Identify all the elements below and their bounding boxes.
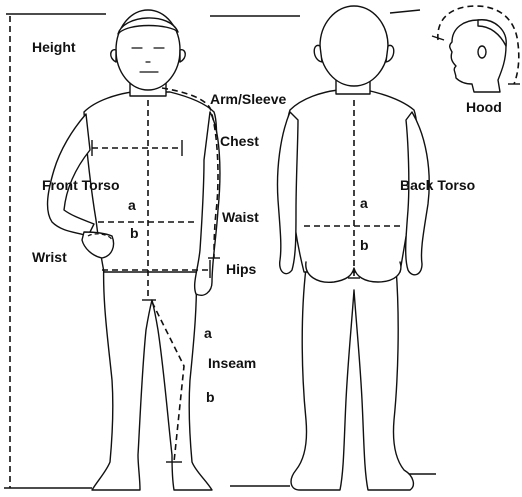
back-figure <box>278 6 430 490</box>
inseam-b-label: b <box>206 389 215 405</box>
hood-head-profile <box>432 6 520 92</box>
wrist-label: Wrist <box>32 249 67 265</box>
hood-label: Hood <box>466 99 502 115</box>
inseam-label: Inseam <box>208 355 256 371</box>
back-torso-b-label: b <box>360 237 369 253</box>
height-label: Height <box>32 39 76 55</box>
back-torso-a-label: a <box>360 195 368 211</box>
inseam-a-label: a <box>204 325 212 341</box>
back-torso-label: Back Torso <box>400 177 475 193</box>
front-figure <box>48 10 220 490</box>
front-torso-a-label: a <box>128 197 136 213</box>
hips-label: Hips <box>226 261 257 277</box>
chest-label: Chest <box>220 133 259 149</box>
front-torso-b-label: b <box>130 225 139 241</box>
front-torso-label: Front Torso <box>42 177 120 193</box>
waist-label: Waist <box>222 209 259 225</box>
arm-sleeve-label: Arm/Sleeve <box>210 91 286 107</box>
